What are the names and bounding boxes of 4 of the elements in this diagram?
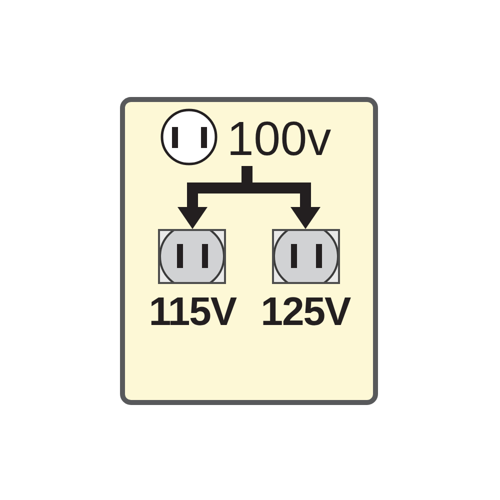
- voltage-label: 115V: [148, 292, 238, 332]
- voltage-label: 100v: [227, 116, 332, 164]
- panel: [120, 97, 378, 405]
- voltage-label: 125V: [260, 292, 352, 332]
